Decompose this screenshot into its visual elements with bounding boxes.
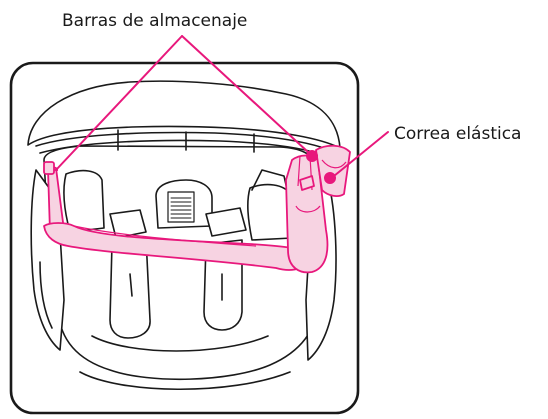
right-strap-clip: [205, 207, 247, 237]
left-wing-seam: [39, 261, 53, 329]
label-elastic-strap: Correa elástica: [394, 124, 521, 144]
left-end-cap: [43, 161, 55, 175]
left-strap-clip: [109, 209, 147, 239]
seat-cushion-line: [91, 335, 269, 352]
left-strap-stitch: [129, 273, 133, 297]
seat-base-line: [79, 371, 291, 391]
buckle-plate: [167, 191, 195, 223]
car-seat-illustration: [27, 80, 341, 391]
leader-storage-left: [55, 35, 183, 171]
left-shoulder-cushion: [63, 169, 105, 233]
right-end-cap: [299, 175, 315, 191]
label-storage-bars: Barras de almacenaje: [62, 11, 247, 31]
leader-elastic-strap: [333, 131, 389, 177]
buckle-stripes: [170, 197, 192, 219]
storage-bars-highlight: [43, 144, 351, 274]
elastic-strap: [315, 144, 351, 197]
strap-anchor-dot-lower: [324, 172, 336, 184]
leader-storage-right: [181, 35, 309, 153]
left-harness-strap: [109, 237, 151, 339]
callout-lines: [55, 35, 389, 177]
illustration-frame: [9, 61, 360, 415]
right-shoulder-cushion: [247, 183, 293, 241]
canopy-edge: [35, 131, 331, 151]
strap-anchor-dot-upper: [306, 150, 318, 162]
